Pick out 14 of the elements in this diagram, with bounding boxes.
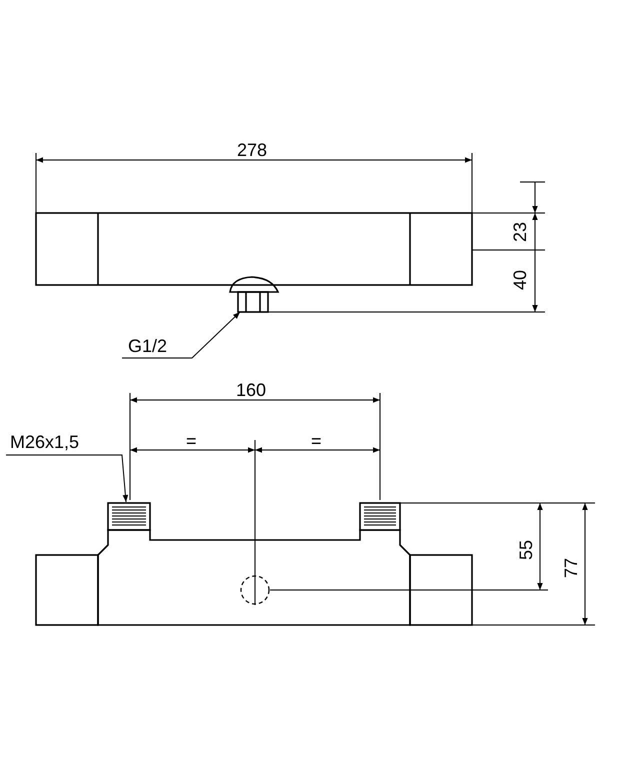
leader-line bbox=[122, 312, 240, 358]
dimension-label: 77 bbox=[561, 558, 581, 578]
leader-line bbox=[6, 454, 128, 502]
dimension-label: 23 bbox=[510, 222, 530, 242]
callout-label: M26x1,5 bbox=[10, 432, 80, 452]
dimension-label: 160 bbox=[236, 380, 266, 400]
dimension-label: = bbox=[311, 431, 322, 451]
dimension-label: 278 bbox=[237, 140, 268, 160]
thread-drawing bbox=[107, 502, 151, 531]
dimension-label: = bbox=[186, 431, 197, 451]
nut-drawing bbox=[229, 276, 279, 313]
callout-label: G1/2 bbox=[128, 336, 168, 356]
dimension-label: 55 bbox=[516, 540, 536, 560]
dimension-label: 40 bbox=[510, 270, 530, 290]
